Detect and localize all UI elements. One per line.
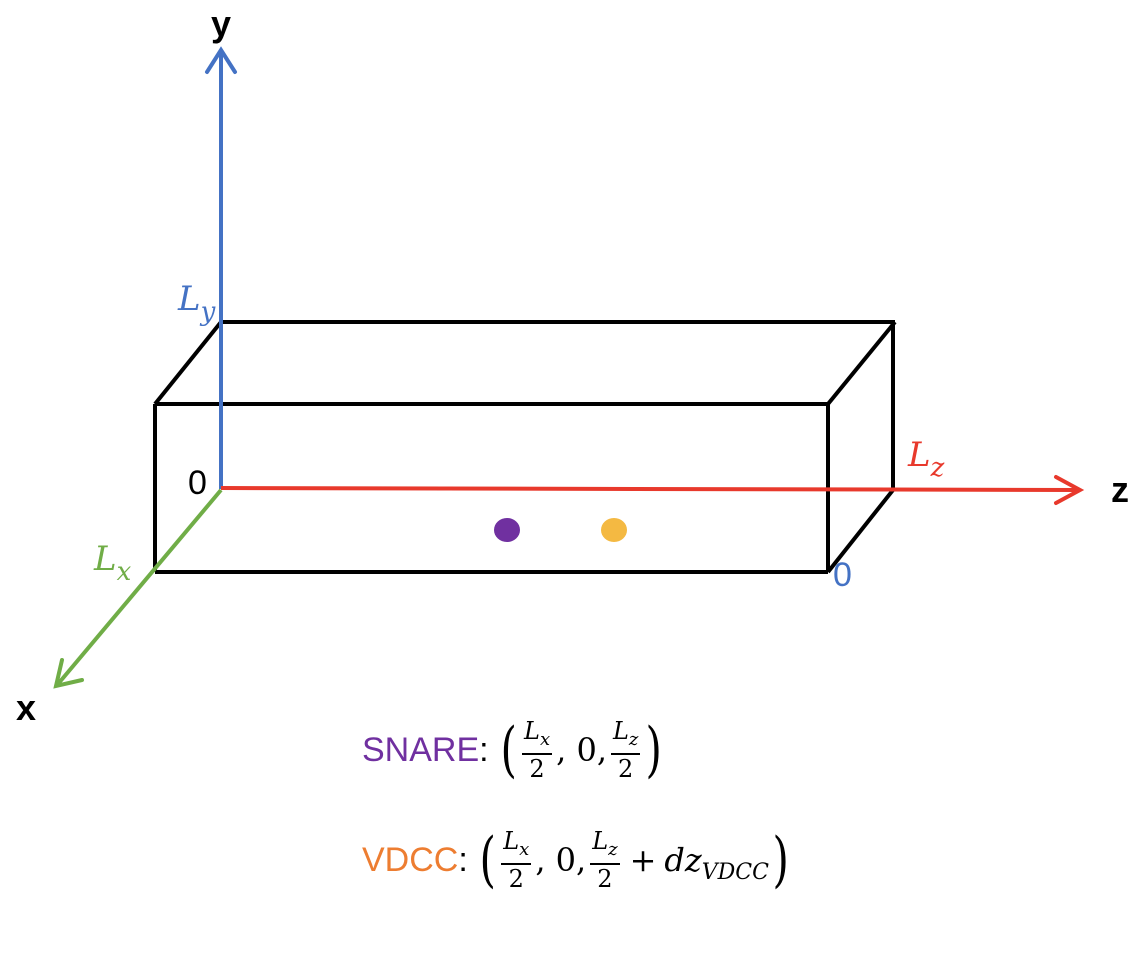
vdcc-position-legend: VDCC : ( Lx 2 , 0, Lz 2 + dz VDCC ) <box>362 828 792 893</box>
snare-colon: : <box>479 730 489 769</box>
box-bottom-right-edge <box>826 488 895 574</box>
snare-lz-fraction: Lz 2 <box>610 717 641 783</box>
snare-label: SNARE <box>362 730 480 769</box>
origin-zero-label: 0 <box>188 464 207 502</box>
y-axis-letter: y <box>211 3 231 44</box>
vdcc-colon: : <box>458 840 468 879</box>
box <box>153 320 897 574</box>
z-length-label: Lz <box>907 435 945 483</box>
snare-particle <box>494 518 520 542</box>
z-end-zero-label: 0 <box>833 556 852 594</box>
z-axis-arrowhead <box>1054 475 1085 505</box>
box-top-right-edge <box>826 320 897 406</box>
box-top-left-edge <box>153 320 223 406</box>
vdcc-separator: , 0, <box>535 841 587 880</box>
x-axis: x Lx <box>16 488 223 728</box>
x-axis-letter: x <box>16 687 36 728</box>
snare-lx-fraction: Lx 2 <box>522 717 553 783</box>
snare-separator: , 0, <box>556 731 607 770</box>
y-axis: y Ly <box>177 3 237 489</box>
x-axis-line <box>56 488 223 686</box>
z-axis-line <box>220 486 1079 492</box>
vdcc-particle <box>601 518 627 542</box>
z-axis: z Lz <box>220 435 1129 510</box>
vdcc-label: VDCC <box>362 840 459 879</box>
y-axis-arrowhead <box>205 46 237 74</box>
vdcc-close-paren: ) <box>772 825 789 896</box>
x-axis-arrowhead <box>53 658 84 689</box>
snare-open-paren: ( <box>500 715 517 786</box>
y-length-label: Ly <box>177 279 216 327</box>
vdcc-dz: dz <box>664 841 702 880</box>
snare-close-paren: ) <box>645 715 663 786</box>
vdcc-open-paren: ( <box>479 825 496 896</box>
vdcc-dz-subscript: VDCC <box>701 859 769 885</box>
x-length-label: Lx <box>93 539 132 587</box>
snare-position-legend: SNARE : ( Lx 2 , 0, Lz 2 ) <box>362 718 666 783</box>
vdcc-lz-fraction: Lz 2 <box>590 827 620 893</box>
vdcc-lx-fraction: Lx 2 <box>501 827 532 893</box>
vdcc-plus: + <box>629 841 657 880</box>
z-axis-letter: z <box>1111 469 1129 510</box>
